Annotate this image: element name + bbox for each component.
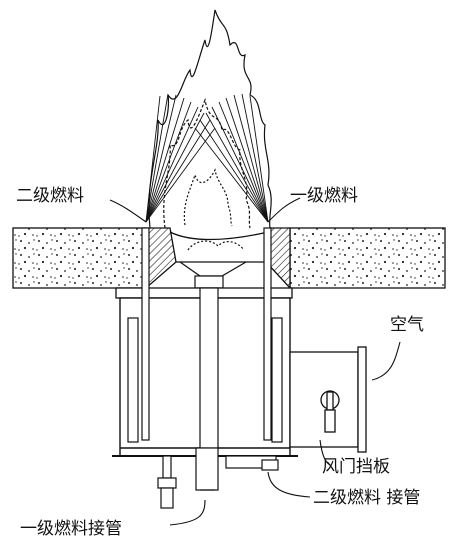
right-fuel-spray [194,93,269,223]
furnace-floor [12,227,446,289]
flame [148,9,272,229]
primary-fuel-tube [195,287,219,491]
label-secondary-fuel-pipe: 二级燃料 接管 [313,488,420,508]
label-primary-fuel: 一级燃料 [290,186,358,206]
label-damper: 风门挡板 [322,457,390,477]
label-secondary-fuel: 二级燃料 [16,186,84,206]
leader-lines [109,197,401,526]
secondary-fuel-risers [127,227,283,443]
left-fuel-spray [145,93,216,223]
primary-fuel-connector [157,455,177,509]
secondary-fuel-manifold [225,455,279,471]
label-air: 空气 [390,315,424,335]
label-primary-fuel-pipe: 一级燃料接管 [20,519,122,539]
burner-tip [179,240,247,289]
air-damper-box [289,346,367,453]
